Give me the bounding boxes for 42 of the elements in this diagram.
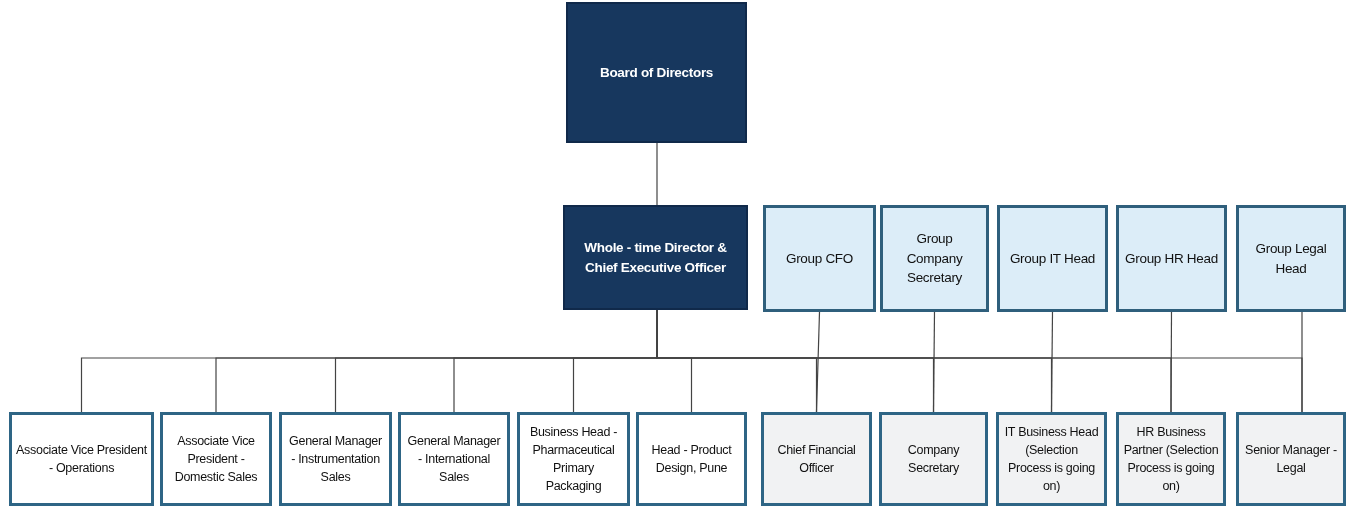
position-box bbox=[398, 412, 510, 506]
position-box bbox=[636, 412, 747, 506]
connector-line bbox=[1170, 311, 1173, 413]
connector-line bbox=[932, 311, 936, 413]
connector-line bbox=[1301, 311, 1303, 413]
position-title: Chief Financial Officer bbox=[776, 441, 857, 477]
position-title: Group IT Head bbox=[1009, 249, 1096, 268]
position-title: Company Secretary bbox=[906, 441, 961, 477]
position-title: General Manager - Instrumentation Sales bbox=[288, 432, 383, 487]
position-box bbox=[997, 205, 1108, 312]
position-box bbox=[879, 412, 988, 506]
connector-line bbox=[656, 142, 658, 206]
position-title: Associate Vice President - Domestic Sales bbox=[173, 432, 259, 487]
position-box bbox=[763, 205, 876, 312]
executive-box bbox=[566, 2, 747, 143]
position-box bbox=[1236, 205, 1346, 312]
position-box bbox=[996, 412, 1107, 506]
position-title: Associate Vice President - Operations bbox=[16, 441, 147, 477]
position-title: Whole - time Director & Chief Executive Officer bbox=[583, 238, 728, 277]
position-title: Group Legal Head bbox=[1254, 239, 1328, 278]
position-title: Group HR Head bbox=[1125, 249, 1218, 268]
position-box bbox=[160, 412, 272, 506]
position-title: Board of Directors bbox=[599, 63, 714, 82]
position-title: Business Head - Pharmaceutical Primary Packaging bbox=[528, 423, 619, 496]
connector-line bbox=[815, 311, 821, 413]
position-box bbox=[1116, 205, 1227, 312]
position-title: Group Company Secretary bbox=[905, 230, 964, 288]
position-title: Head - Product Design, Pune bbox=[650, 441, 733, 477]
position-title: Senior Manager - Legal bbox=[1244, 441, 1338, 477]
executive-box bbox=[563, 205, 748, 310]
position-box bbox=[1116, 412, 1226, 506]
position-title: Group CFO bbox=[785, 249, 854, 268]
position-title: IT Business Head (Selection Process is going on) bbox=[1003, 423, 1100, 496]
position-box bbox=[9, 412, 154, 506]
position-title: HR Business Partner (Selection Process is going on) bbox=[1123, 423, 1219, 496]
position-box bbox=[1236, 412, 1346, 506]
position-box bbox=[761, 412, 872, 506]
position-box bbox=[279, 412, 392, 506]
position-box bbox=[880, 205, 989, 312]
position-title: General Manager - International Sales bbox=[406, 432, 502, 487]
position-box bbox=[517, 412, 630, 506]
connector-line bbox=[1050, 311, 1054, 413]
